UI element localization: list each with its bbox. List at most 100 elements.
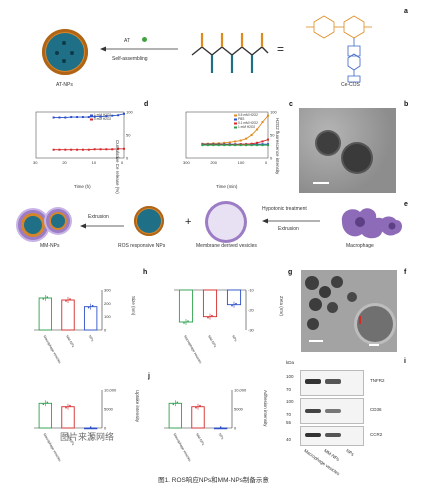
data-point [250, 134, 253, 136]
legend-label: 0.1 mM H2O2 [238, 121, 258, 125]
data-point [70, 148, 73, 151]
legend-swatch [90, 114, 93, 117]
panel-label-j: j [148, 373, 150, 380]
y-tick-label: 0 [104, 328, 107, 333]
category-label: MM-NPs [207, 335, 217, 349]
data-point [234, 140, 237, 143]
x-tick-label: 100 [238, 160, 245, 165]
chart-c-ylabel: H2O2 fluorescence intensity [275, 118, 280, 175]
chart-j-ylabel: Uptake intensity [135, 390, 140, 423]
data-point [105, 115, 108, 118]
data-point [81, 148, 84, 151]
data-point [76, 116, 79, 119]
replicate-point [89, 426, 92, 428]
replicate-point [87, 306, 90, 309]
tem-image-f [301, 270, 397, 352]
data-point [228, 144, 231, 147]
replicate-point [219, 426, 222, 428]
data-point [117, 147, 120, 150]
data-point [217, 144, 220, 147]
panel-label-g: g [288, 269, 293, 276]
x-tick-label: 0 [265, 160, 268, 165]
y-tick-label: 5000 [234, 407, 244, 412]
category-label: Macrophage vesicles [42, 335, 62, 365]
replicate-point [65, 300, 67, 302]
data-point [81, 116, 84, 119]
data-point [93, 148, 96, 151]
blot-band-label-1: TNFR2 [370, 378, 385, 383]
bar [38, 402, 53, 429]
data-point [245, 137, 248, 140]
panel-label-c: c [289, 101, 293, 108]
replicate-point [91, 304, 94, 307]
hypotonic-arrow [262, 218, 320, 224]
replicate-point [46, 401, 49, 404]
chart-g-ylabel: Zeta (mV) [279, 296, 284, 317]
data-point [87, 116, 90, 119]
at-green-dot [142, 37, 147, 42]
bar [178, 289, 194, 323]
x-tick-label: 200 [210, 160, 217, 165]
blot-lane-label-1: NPs [345, 448, 355, 457]
replicate-point [69, 298, 71, 300]
data-point [64, 148, 67, 151]
legend-swatch [90, 118, 93, 121]
category-label: MM-NPs [65, 433, 75, 447]
replicate-point [42, 298, 45, 300]
data-point [123, 112, 125, 115]
bar [38, 297, 53, 331]
replicate-point [195, 406, 197, 409]
x-tick-label: 30 [33, 160, 38, 165]
y-tick-label: 200 [104, 301, 111, 306]
x-tick-label: 20 [62, 160, 67, 165]
y-tick-label: 50 [126, 133, 131, 138]
category-label: NPs [231, 335, 238, 343]
panel-label-f: f [404, 269, 407, 276]
y-tick-label: 0 [270, 156, 273, 161]
data-point [99, 115, 102, 118]
equals-sign: = [277, 42, 285, 56]
legend-label: 1 mM H2O2 [94, 113, 111, 117]
replicate-point [211, 314, 213, 317]
bar [191, 406, 205, 429]
data-point [76, 148, 79, 151]
blot-marker-5: 55 [286, 420, 292, 425]
legend-swatch [234, 114, 237, 117]
x-tick-label: 10 [92, 160, 97, 165]
panel-label-e: e [404, 201, 408, 208]
replicate-point [231, 304, 233, 307]
blot-marker-3: 100 [286, 399, 294, 404]
blot-mw-unit: kDa [286, 360, 295, 365]
y-tick-label: 10,000 [234, 388, 247, 393]
data-point [212, 144, 215, 147]
blot-band-label-2: CD36 [370, 407, 382, 412]
extrusion-label-2: Extrusion [88, 214, 109, 220]
replicate-point [235, 302, 237, 305]
legend-swatch [234, 118, 237, 121]
data-point [267, 114, 269, 117]
category-label: NPs [88, 433, 95, 441]
data-point [87, 148, 90, 151]
y-tick-label: -10 [248, 288, 255, 293]
replicate-point [65, 406, 67, 409]
data-point [64, 116, 67, 119]
membrane-vesicle [208, 204, 244, 240]
x-tick-label: 300 [183, 160, 190, 165]
replicate-point [42, 403, 45, 406]
legend-label: 0.5 mM H2O2 [238, 113, 258, 117]
data-point [267, 138, 269, 141]
at-np-label: AT-NPs [56, 82, 73, 88]
plot-frame [35, 111, 125, 159]
polymer-chain [191, 33, 269, 73]
blot-marker-4: 70 [286, 412, 292, 417]
data-point [105, 148, 108, 151]
data-point [223, 144, 226, 147]
blot-membrane-2 [300, 398, 364, 424]
chart-j2-ylabel: Adhesion intensity [263, 390, 268, 427]
data-point [123, 147, 125, 150]
legend-label: 0 mM H2O2 [94, 117, 111, 121]
data-point [58, 116, 61, 119]
